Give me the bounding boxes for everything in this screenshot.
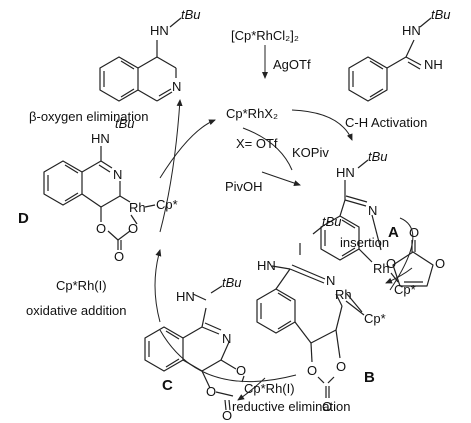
- B-tbu-label: tBu: [322, 214, 342, 229]
- compound-B-label: B: [364, 369, 375, 386]
- x-definition-label: X= OTf: [236, 136, 278, 151]
- arrow-pivoh: [261, 171, 301, 186]
- reductive-elimination-label: reductive elimination: [232, 399, 351, 414]
- agotf-label: AgOTf: [273, 57, 311, 72]
- intermediate-C-structure: [144, 285, 245, 411]
- B-rh-label: Rh: [335, 287, 352, 302]
- A-hn-label: HN: [336, 165, 355, 180]
- C-o2-label: O: [236, 363, 247, 378]
- product-n-label: N: [172, 79, 182, 94]
- D-o2-label: O: [128, 221, 139, 236]
- insertion-label: insertion: [340, 235, 390, 250]
- C-o1-label: O: [206, 384, 217, 399]
- reductive-elimination-reagent-label: Cp*Rh(I): [244, 381, 295, 396]
- ch-activation-label: C-H Activation: [345, 115, 428, 130]
- B-o2-label: O: [336, 359, 347, 374]
- arrow-ch-activation: [291, 109, 353, 141]
- intermediate-B-structure: [256, 225, 365, 398]
- substrate-benzamidine-structure: [348, 17, 432, 102]
- vc-carbonyl-o-label: O: [409, 225, 420, 240]
- compound-C-label: C: [162, 377, 173, 394]
- product-isoquinoline-structure: [99, 17, 182, 102]
- B-n-label: N: [326, 273, 336, 288]
- D-tbu-label: tBu: [115, 116, 135, 131]
- oxidative-addition-reagent-label: Cp*Rh(I): [56, 278, 107, 293]
- D-n-label: N: [113, 167, 123, 182]
- B-cp-label: Cp*: [364, 311, 386, 326]
- D-carbonyl-o-label: O: [114, 249, 125, 264]
- A-cp-label: Cp*: [394, 282, 416, 297]
- B-carbonyl-o-label: O: [322, 399, 333, 414]
- oxidative-addition-label: oxidative addition: [26, 303, 127, 318]
- compound-A-label: A: [388, 224, 399, 241]
- beta-elim-text: -oxygen elimination: [36, 109, 149, 124]
- C-n-label: N: [222, 331, 232, 346]
- kopiv-label: KOPiv: [292, 145, 329, 160]
- A-rh-label: Rh: [373, 261, 390, 276]
- D-rh-label: Rh: [129, 200, 146, 215]
- intermediate-D-structure: [43, 146, 138, 250]
- arrow-kopiv: [242, 127, 293, 171]
- dimer-precatalyst-label: [Cp*RhCl₂]₂: [231, 28, 299, 43]
- D-cp-label: Cp*: [156, 197, 178, 212]
- substrate-tbu-label: tBu: [431, 7, 451, 22]
- arrow-oxidative-addition: [154, 249, 162, 323]
- arrow-beta-elim-product: [159, 99, 183, 233]
- arrow-regenerate-catalyst: [159, 119, 216, 179]
- A-n-label: N: [368, 203, 378, 218]
- pivoh-label: PivOH: [225, 179, 263, 194]
- product-tbu-label: tBu: [181, 7, 201, 22]
- beta-oxygen-elimination-label: β-oxygen elimination: [29, 110, 149, 123]
- substrate-nh-label: NH: [424, 57, 443, 72]
- compound-D-label: D: [18, 210, 29, 227]
- C-carbonyl-o-label: O: [222, 408, 233, 423]
- D-hn-label: HN: [91, 131, 110, 146]
- C-tbu-label: tBu: [222, 275, 242, 290]
- cycle-arrows: [154, 45, 414, 401]
- C-hn-label: HN: [176, 289, 195, 304]
- vinylene-carbonate-structure: [392, 240, 434, 287]
- substrate-hn-label: HN: [402, 23, 421, 38]
- vc-ring-o1-label: O: [435, 256, 446, 271]
- D-o1-label: O: [96, 221, 107, 236]
- product-hn-label: HN: [150, 23, 169, 38]
- arrow-red-elim-branch: [237, 377, 266, 401]
- B-o1-label: O: [307, 363, 318, 378]
- active-catalyst-label: Cp*RhX₂: [226, 106, 279, 121]
- intermediate-A-structure: [320, 159, 399, 283]
- A-tbu-label: tBu: [368, 149, 388, 164]
- arrow-reductive-elim: [159, 329, 297, 382]
- arrow-insertion-curve: [389, 217, 414, 291]
- arrow-insertion-reagent: [385, 267, 413, 284]
- beta-symbol: β: [29, 109, 37, 124]
- B-hn-label: HN: [257, 258, 276, 273]
- vc-ring-o2-label: O: [386, 256, 397, 271]
